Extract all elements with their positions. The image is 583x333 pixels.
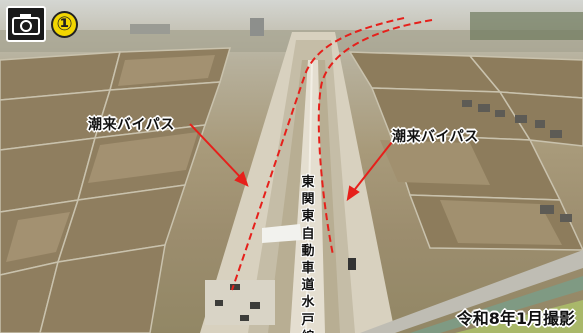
- photo-number-badge: ①: [51, 11, 78, 38]
- bypass-label-left: 潮来バイパス: [88, 117, 175, 133]
- date-caption: 令和8年1月撮影: [456, 309, 575, 328]
- bypass-label-right: 潮来バイパス: [392, 129, 479, 145]
- camera-icon: [12, 14, 40, 35]
- expressway-label: 東関東自動車道水戸線: [301, 175, 315, 333]
- camera-badge: [6, 6, 46, 42]
